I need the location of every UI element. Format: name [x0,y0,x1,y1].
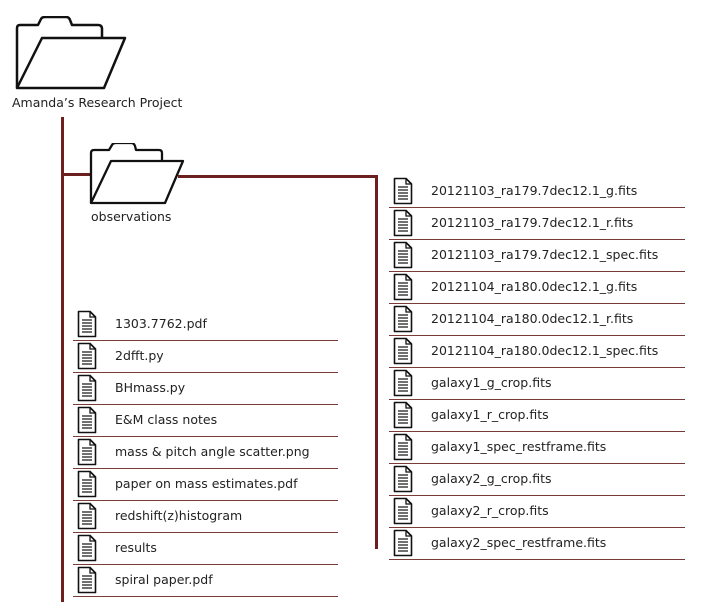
document-icon [393,305,413,333]
file-name: galaxy2_spec_restframe.fits [431,535,607,550]
file-item[interactable]: galaxy2_g_crop.fits [389,464,685,496]
document-icon [393,497,413,525]
root-folder-label: Amanda’s Research Project [12,95,183,110]
document-icon [393,241,413,269]
observations-folder[interactable] [89,141,185,205]
file-item[interactable]: 20121103_ra179.7dec12.1_g.fits [389,176,685,208]
file-item[interactable]: galaxy1_g_crop.fits [389,368,685,400]
folder-icon [89,141,185,205]
file-item[interactable]: results [73,533,338,565]
document-icon [393,209,413,237]
root-file-list: 1303.7762.pdf 2dfft.py [73,309,338,597]
document-icon [393,369,413,397]
file-name: 20121104_ra180.0dec12.1_g.fits [431,279,638,294]
document-icon [77,342,97,370]
file-name: galaxy2_g_crop.fits [431,471,552,486]
document-icon [77,502,97,530]
file-item[interactable]: galaxy1_r_crop.fits [389,400,685,432]
file-item[interactable]: 1303.7762.pdf [73,309,338,341]
file-item[interactable]: 20121104_ra180.0dec12.1_g.fits [389,272,685,304]
file-name: 20121103_ra179.7dec12.1_r.fits [431,215,634,230]
file-item[interactable]: BHmass.py [73,373,338,405]
file-name: 20121103_ra179.7dec12.1_g.fits [431,183,638,198]
document-icon [77,406,97,434]
file-item[interactable]: mass & pitch angle scatter.png [73,437,338,469]
file-item[interactable]: paper on mass estimates.pdf [73,469,338,501]
document-icon [77,438,97,466]
file-name: results [115,540,157,555]
file-name: galaxy2_r_crop.fits [431,503,549,518]
file-name: paper on mass estimates.pdf [115,476,298,491]
file-name: spiral paper.pdf [115,572,213,587]
file-item[interactable]: 20121104_ra180.0dec12.1_r.fits [389,304,685,336]
document-icon [77,534,97,562]
document-icon [393,529,413,557]
file-item[interactable]: galaxy2_spec_restframe.fits [389,528,685,560]
file-name: 20121104_ra180.0dec12.1_spec.fits [431,343,659,358]
file-name: 2dfft.py [115,348,164,363]
observations-branch-line [178,175,378,178]
file-item[interactable]: redshift(z)histogram [73,501,338,533]
file-name: 20121103_ra179.7dec12.1_spec.fits [431,247,659,262]
observations-folder-label: observations [91,209,172,224]
file-name: BHmass.py [115,380,186,395]
observations-file-list: 20121103_ra179.7dec12.1_g.fits 20121103_… [389,176,685,560]
root-folder[interactable] [14,15,129,91]
document-icon [77,470,97,498]
document-icon [393,273,413,301]
document-icon [393,177,413,205]
branch-to-observations [62,173,92,176]
folder-icon [15,15,127,90]
file-name: galaxy1_spec_restframe.fits [431,439,607,454]
file-item[interactable]: E&M class notes [73,405,338,437]
file-item[interactable]: spiral paper.pdf [73,565,338,597]
file-item[interactable]: 20121103_ra179.7dec12.1_spec.fits [389,240,685,272]
document-icon [77,310,97,338]
document-icon [393,401,413,429]
file-item[interactable]: 20121103_ra179.7dec12.1_r.fits [389,208,685,240]
file-name: galaxy1_r_crop.fits [431,407,549,422]
file-name: 20121104_ra180.0dec12.1_r.fits [431,311,634,326]
root-trunk-line [61,117,64,602]
file-item[interactable]: galaxy1_spec_restframe.fits [389,432,685,464]
file-name: mass & pitch angle scatter.png [115,444,310,459]
document-icon [77,566,97,594]
file-name: galaxy1_g_crop.fits [431,375,552,390]
document-icon [393,465,413,493]
document-icon [77,374,97,402]
file-name: E&M class notes [115,412,218,427]
file-item[interactable]: galaxy2_r_crop.fits [389,496,685,528]
file-item[interactable]: 2dfft.py [73,341,338,373]
file-name: redshift(z)histogram [115,508,243,523]
document-icon [393,433,413,461]
file-name: 1303.7762.pdf [115,316,207,331]
document-icon [393,337,413,365]
observations-trunk-line [375,175,378,549]
file-item[interactable]: 20121104_ra180.0dec12.1_spec.fits [389,336,685,368]
